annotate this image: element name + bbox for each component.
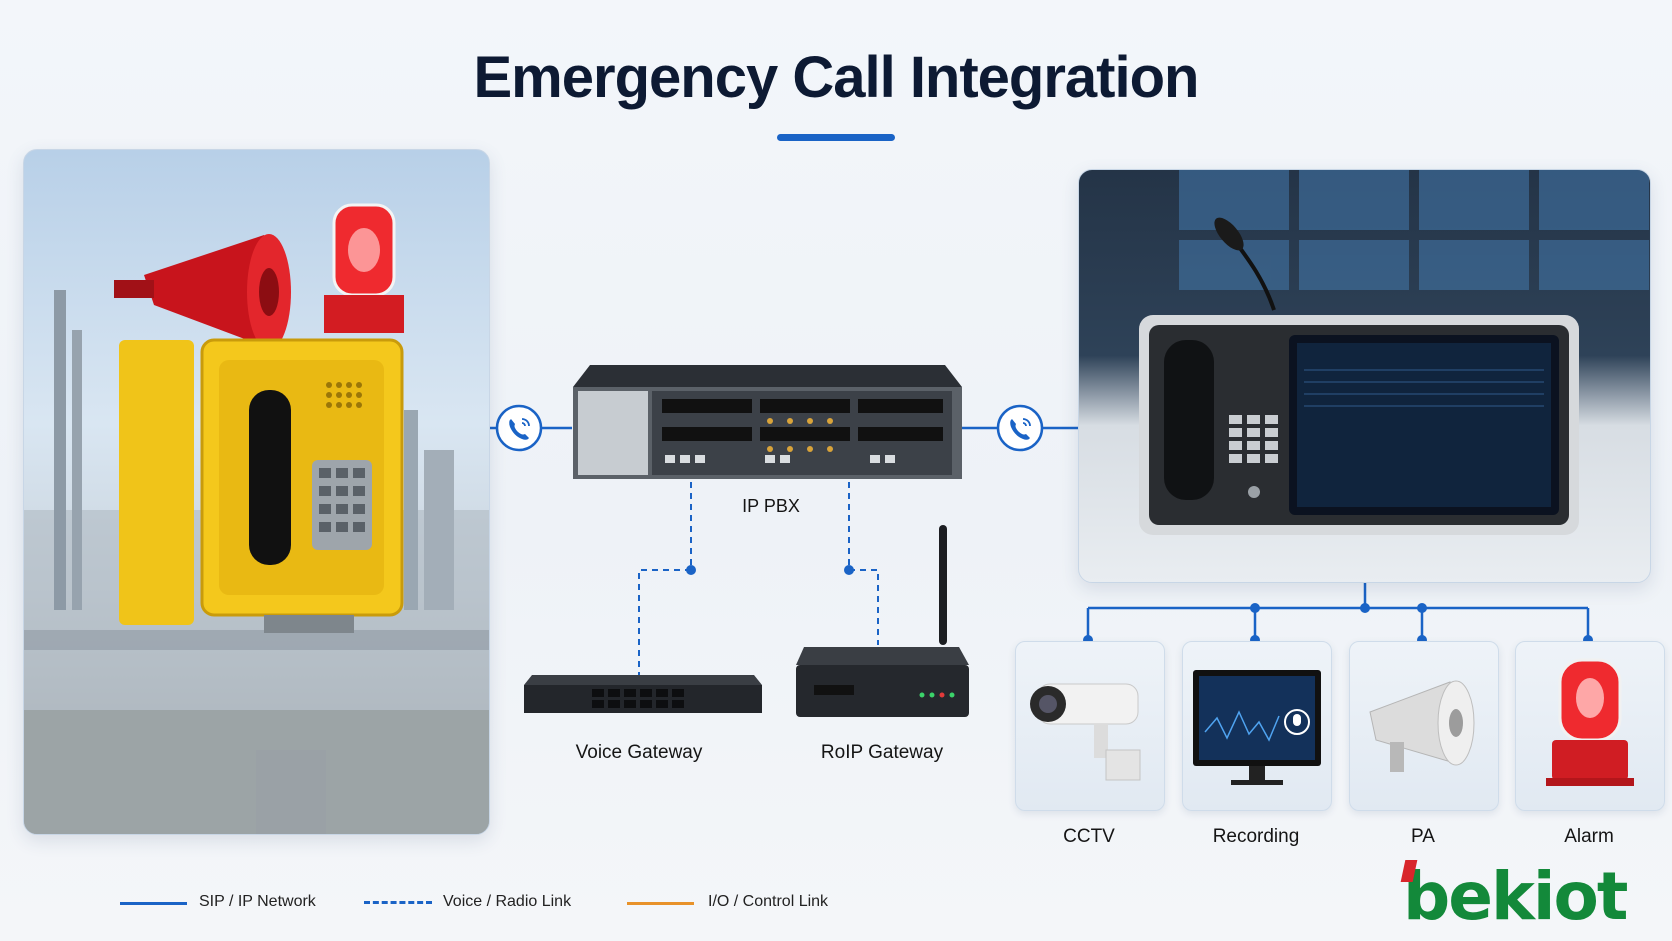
link-pbx-roip-gateway [848,482,879,645]
phone-link-icon [495,404,543,452]
recording-monitor-icon [1193,670,1321,785]
legend-io-label: I/O / Control Link [708,893,829,910]
alarm-label: Alarm [1564,826,1614,847]
ip-pbx-label: IP PBX [742,496,800,516]
legend-orange-line [627,902,694,905]
recording-card [1182,641,1332,811]
dispatch-console-illustration [1139,170,1649,535]
link-console-subsystems [1086,583,1590,640]
legend-sip-label: SIP / IP Network [199,893,316,910]
horn-speaker [114,234,291,350]
ip-pbx-device [573,365,962,479]
pa-card [1349,641,1499,811]
cctv-label: CCTV [1063,826,1115,847]
alarm-beacon-icon [1546,658,1634,786]
pa-label: PA [1411,826,1435,847]
legend-dashed-line [364,901,432,904]
voice-gateway-device [524,675,762,713]
bekiot-logo: bekiot [1403,858,1628,935]
voice-gateway-label: Voice Gateway [575,742,703,763]
link-pbx-voice-gateway [638,482,692,675]
roip-gateway-device [796,525,969,717]
legend-voice-label: Voice / Radio Link [443,893,572,910]
industrial-phone-illustration [24,203,489,834]
emergency-telephone-photo [23,149,490,835]
cctv-camera-icon [1030,683,1141,781]
recording-label: Recording [1212,826,1300,847]
alarm-card [1515,641,1665,811]
dispatch-console-photo [1078,169,1651,583]
cctv-card [1015,641,1165,811]
legend-solid-line [120,902,187,905]
pa-horn-icon [1369,680,1475,772]
title-underline [777,134,895,141]
warning-beacon [324,203,404,333]
roip-gateway-label: RoIP Gateway [820,742,944,763]
phone-link-icon [996,404,1044,452]
page-title: Emergency Call Integration [473,45,1200,110]
